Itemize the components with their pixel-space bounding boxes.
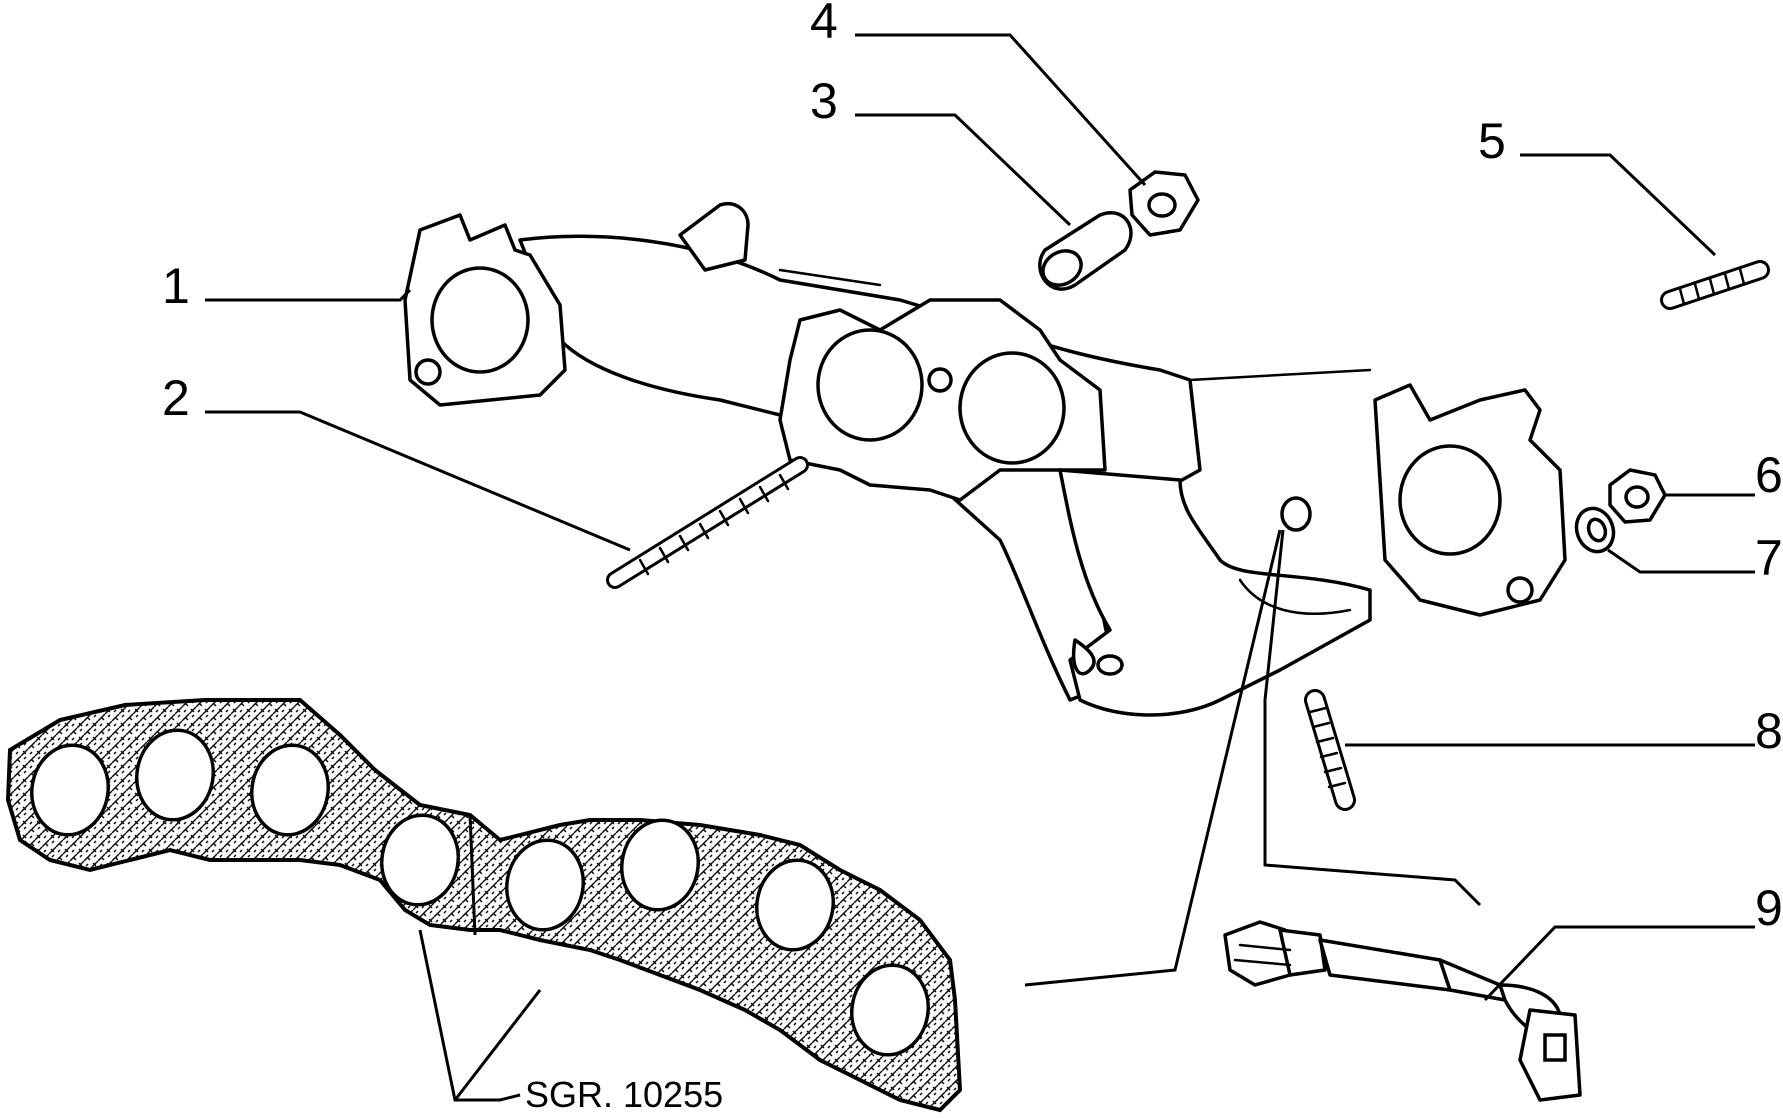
callout-7: 7 bbox=[1755, 530, 1783, 586]
callout-labels: 1 2 3 4 5 6 7 8 9 SGR. 10255 bbox=[162, 0, 1783, 1115]
callout-4: 4 bbox=[810, 0, 838, 49]
manifold-gasket bbox=[5, 698, 963, 1113]
oxygen-sensor bbox=[1223, 920, 1582, 1102]
callout-2: 2 bbox=[162, 370, 190, 426]
part-reference-label: SGR. 10255 bbox=[525, 1074, 723, 1115]
callout-1: 1 bbox=[162, 258, 190, 314]
callout-8: 8 bbox=[1755, 703, 1783, 759]
exhaust-manifold bbox=[403, 202, 1567, 717]
stud-short bbox=[1660, 260, 1770, 310]
spacer-bushing bbox=[1038, 211, 1133, 291]
callout-6: 6 bbox=[1755, 447, 1783, 503]
leader-lines bbox=[205, 33, 1755, 1102]
callout-5: 5 bbox=[1478, 113, 1506, 169]
callout-9: 9 bbox=[1755, 880, 1783, 936]
stud-long bbox=[606, 456, 809, 589]
stud-vertical bbox=[1304, 689, 1356, 811]
nut-upper bbox=[1128, 170, 1200, 237]
nut-right bbox=[1608, 468, 1667, 524]
callout-3: 3 bbox=[810, 73, 838, 129]
washer-right bbox=[1574, 506, 1616, 554]
